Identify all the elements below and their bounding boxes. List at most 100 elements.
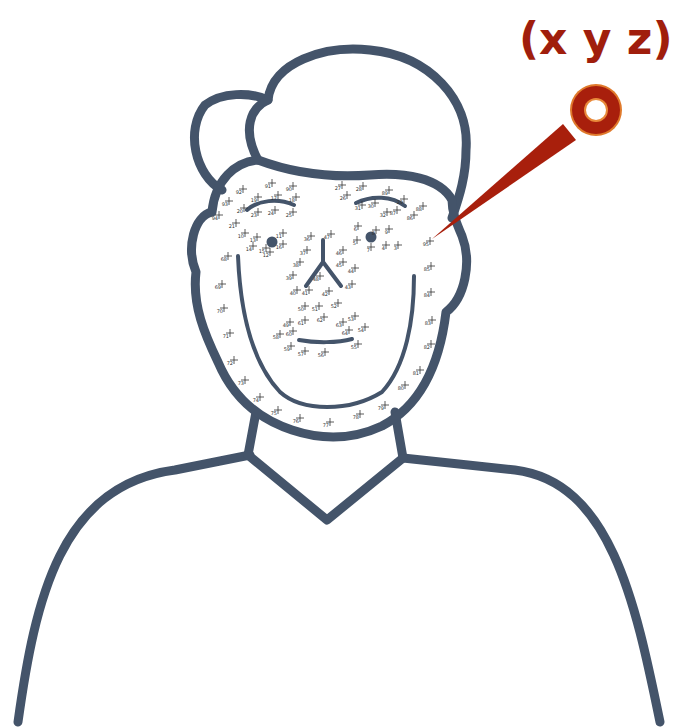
landmark-number: 19 (251, 198, 257, 203)
pointer-ring (570, 84, 622, 136)
landmark-number: 5 (353, 241, 356, 246)
landmark-number: 54 (358, 328, 364, 333)
landmark-number: 78 (353, 415, 359, 420)
landmark-number: 88 (416, 207, 422, 212)
landmark-number: 64 (342, 331, 348, 336)
landmark-number: 58 (273, 335, 279, 340)
landmark-number: 45 (336, 263, 342, 268)
mouth (299, 339, 352, 342)
landmark-number: 8 (372, 231, 375, 236)
right-eye (366, 232, 377, 243)
pointer-ring (584, 98, 608, 122)
landmark-number: 23 (251, 213, 257, 218)
landmark-number: 69 (215, 285, 221, 290)
landmark-number: 82 (424, 345, 430, 350)
landmark-number: 61 (298, 321, 304, 326)
landmark-number: 85 (424, 267, 430, 272)
head-outline (192, 160, 467, 437)
landmark-number: 44 (348, 269, 354, 274)
landmark-number: 7 (367, 248, 370, 253)
landmark-number: 92 (236, 190, 242, 195)
landmark-number: 43 (345, 285, 351, 290)
landmark-number: 31 (355, 206, 361, 211)
landmark-number: 28 (356, 187, 362, 192)
landmark-number: 76 (293, 419, 299, 424)
landmark-number: 90 (286, 187, 292, 192)
landmark-number: 75 (271, 411, 277, 416)
landmark-number: 27 (335, 186, 341, 191)
landmark-number: 86 (407, 216, 413, 221)
landmark-number: 84 (424, 293, 430, 298)
hair (194, 49, 466, 218)
landmark-number: 36 (304, 237, 310, 242)
landmark-number: 18 (289, 198, 295, 203)
landmark-number: 47 (324, 235, 330, 240)
pointer-ring (586, 100, 606, 120)
landmark-number: 37 (300, 251, 306, 256)
landmark-number: 42 (322, 292, 328, 297)
landmark-number: 41 (302, 291, 308, 296)
landmark-number: 55 (351, 345, 357, 350)
landmark-number: 21 (229, 224, 235, 229)
landmark-number: 46 (336, 251, 342, 256)
landmark-number: 38 (293, 263, 299, 268)
landmark-number: 6 (354, 227, 357, 232)
landmark-number: 89 (382, 191, 388, 196)
landmark-number: 39 (286, 276, 292, 281)
coordinate-label: (x y z) (519, 14, 673, 64)
landmark-number: 68 (221, 257, 227, 262)
landmark-number: 48 (313, 277, 319, 282)
landmark-number: 63 (336, 323, 342, 328)
pointer-wedge (432, 124, 576, 239)
landmark-number: 10 (238, 234, 244, 239)
landmark-number: 94 (212, 216, 218, 221)
cheek-line (238, 256, 414, 407)
landmark-number: 13 (250, 238, 256, 243)
landmark-number: 51 (312, 307, 318, 312)
landmark-number: 74 (253, 398, 259, 403)
landmark-number: 25 (286, 213, 292, 218)
landmark-number: 71 (223, 334, 229, 339)
landmark-number: 30 (368, 204, 374, 209)
landmark-number: 12 (263, 253, 269, 258)
landmark-number: 62 (317, 318, 323, 323)
landmark-number: 53 (348, 317, 354, 322)
landmark-number: 14 (246, 247, 252, 252)
landmark-number: 40 (290, 291, 296, 296)
landmark-number: 9 (385, 230, 388, 235)
landmark-number: 83 (425, 321, 431, 326)
landmark-number: 24 (268, 211, 274, 216)
landmark-number: 50 (298, 307, 304, 312)
landmark-number: 80 (398, 386, 404, 391)
nose (306, 240, 341, 286)
landmark-number: 81 (413, 371, 419, 376)
landmark-number: 70 (217, 309, 223, 314)
landmark-number: 93 (222, 202, 228, 207)
landmark-number: 26 (340, 196, 346, 201)
landmark-number: 79 (378, 406, 384, 411)
landmark-number: 29 (397, 200, 403, 205)
landmark-number: 91 (265, 184, 271, 189)
landmark-number: 87 (390, 211, 396, 216)
hair-part (249, 100, 268, 160)
landmark-number: 32 (380, 213, 386, 218)
landmark-number: 73 (238, 381, 244, 386)
landmark-number: 17 (271, 196, 277, 201)
landmark-number: 11 (276, 234, 282, 239)
landmark-number: 52 (331, 304, 337, 309)
landmark-number: 49 (283, 323, 289, 328)
landmark-number: 16 (276, 245, 282, 250)
landmark-number: 4 (382, 246, 385, 251)
landmark-number: 60 (286, 332, 292, 337)
landmark-number: 77 (323, 423, 329, 428)
landmark-number: 72 (227, 361, 233, 366)
landmark-number: 3 (394, 246, 397, 251)
pointer-ring (572, 86, 620, 134)
landmark-number: 57 (298, 352, 304, 357)
landmark-number: 56 (318, 353, 324, 358)
landmark-number: 95 (423, 242, 429, 247)
shoulders (18, 455, 660, 722)
landmark-number: 59 (284, 347, 290, 352)
